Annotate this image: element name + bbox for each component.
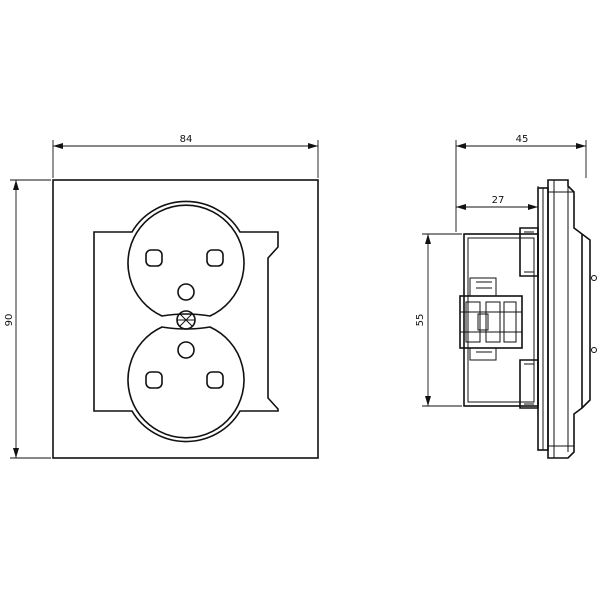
side-body-height-label: 55 <box>415 314 426 327</box>
side-body-height-dimension <box>422 233 462 407</box>
lower-earth-pin <box>177 341 195 359</box>
side-depth-dimension <box>455 140 587 232</box>
front-width-label: 84 <box>180 134 193 145</box>
side-terminal-block <box>459 295 523 349</box>
side-wire-clamps <box>469 277 497 361</box>
front-frame-outline <box>52 179 319 459</box>
lower-right-pin-hole <box>206 371 224 389</box>
side-cover-plate <box>547 179 583 459</box>
front-view <box>52 179 319 459</box>
upper-earth-pin <box>177 283 195 301</box>
front-height-dimension <box>10 179 51 459</box>
lower-socket-face <box>127 326 245 439</box>
lower-left-pin-hole <box>145 371 163 389</box>
side-depth-label: 45 <box>516 134 529 145</box>
front-width-dimension <box>52 140 319 178</box>
side-mount-depth-dimension <box>456 186 539 210</box>
side-top-claw <box>519 227 539 277</box>
side-socket-body <box>463 233 539 407</box>
side-view <box>459 179 597 459</box>
upper-socket-face <box>127 204 245 317</box>
side-socket-body-inner <box>467 237 535 403</box>
side-bottom-claw <box>519 359 539 409</box>
side-fascia-edge <box>581 233 591 409</box>
front-height-label: 90 <box>4 314 15 327</box>
upper-left-pin-hole <box>145 249 163 267</box>
front-socket-plate <box>93 200 279 443</box>
center-screw <box>176 310 196 330</box>
upper-right-pin-hole <box>206 249 224 267</box>
side-mount-depth-label: 27 <box>492 195 505 206</box>
